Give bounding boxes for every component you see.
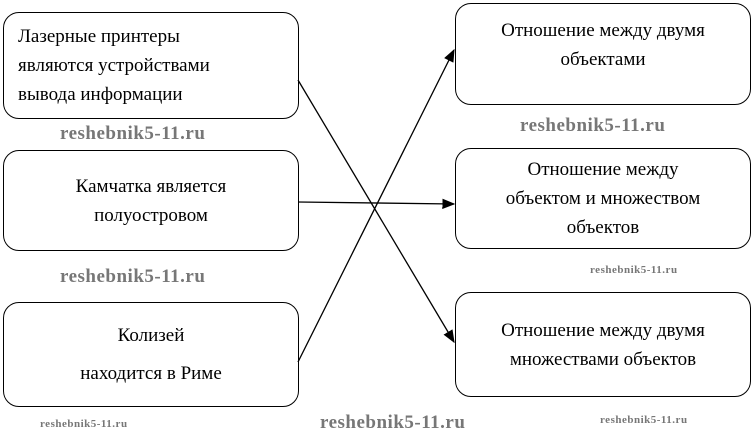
watermark: reshebnik5-11.ru [60, 123, 206, 144]
watermark: reshebnik5-11.ru [600, 414, 688, 426]
statement-box-kamchatka: Камчатка является полуостровом [3, 150, 299, 251]
statement-box-printers: Лазерные принтеры являются устройствами … [3, 12, 299, 119]
box-text: Лазерные принтеры [18, 26, 180, 47]
watermark: reshebnik5-11.ru [590, 264, 678, 276]
arrow-printers-to-sets [297, 79, 455, 344]
box-text: множествами объектов [509, 348, 697, 370]
statement-box-colosseum: Колизей находится в Риме [3, 302, 299, 407]
relation-box-two-sets: Отношение между двумя множествами объект… [455, 292, 751, 397]
arrow-colosseum-to-two-objects [297, 48, 455, 363]
box-text: являются устройствами [18, 55, 210, 76]
box-text: объектами [560, 49, 646, 70]
watermark: reshebnik5-11.ru [320, 412, 466, 433]
relation-box-object-and-set: Отношение между объектом и множеством об… [455, 148, 751, 249]
watermark: reshebnik5-11.ru [520, 115, 666, 136]
box-text: находится в Риме [80, 362, 222, 384]
watermark: reshebnik5-11.ru [60, 266, 206, 287]
box-text: Колизей [117, 324, 185, 346]
box-text: Отношение между двумя [501, 319, 705, 341]
box-text: вывода информации [18, 84, 183, 105]
box-text: полуостровом [94, 204, 208, 226]
box-text: объектом и множеством [505, 188, 701, 209]
box-text: объектов [566, 217, 640, 238]
relation-box-two-objects: Отношение между двумя объектами [455, 3, 751, 105]
box-text: Отношение между [527, 159, 679, 180]
watermark: reshebnik5-11.ru [40, 418, 128, 430]
arrow-kamchatka-to-object-set [297, 198, 456, 210]
box-text: Камчатка является [75, 175, 227, 197]
box-text: Отношение между двумя [501, 20, 705, 41]
